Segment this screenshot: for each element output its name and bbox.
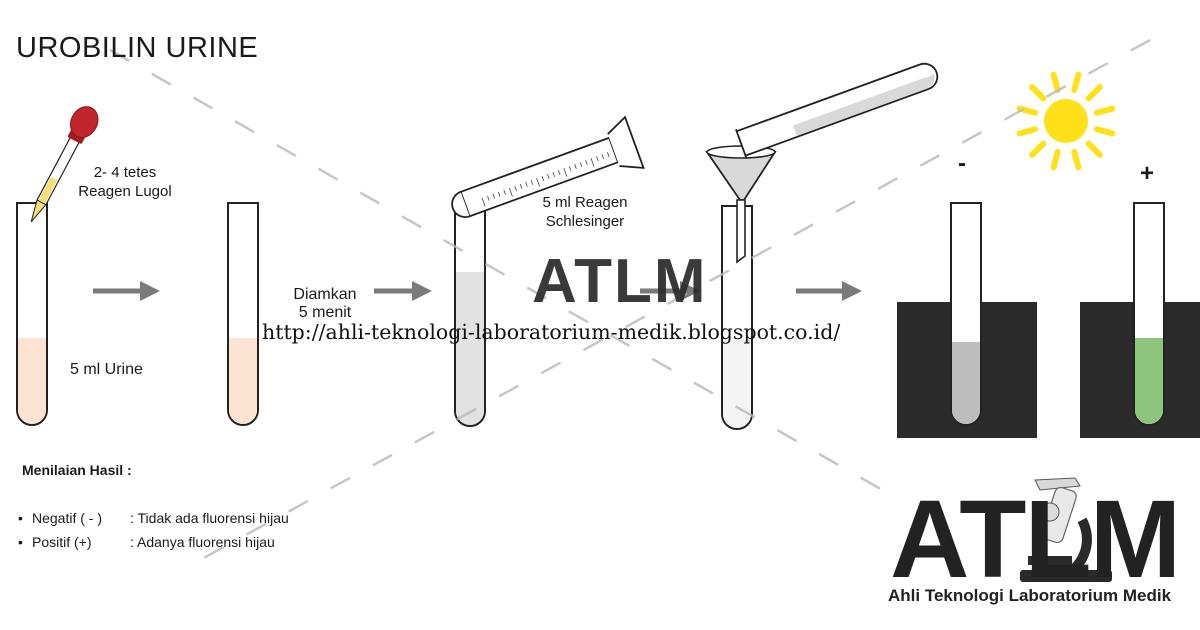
schlesinger-label-line2: Schlesinger (545, 213, 625, 230)
rest-label-line2: 5 menit (298, 304, 352, 321)
bullet-icon: • (18, 510, 23, 526)
logo-subtitle: Ahli Teknologi Laboratorium Medik (888, 586, 1172, 605)
rest-time-label: Diamkan 5 menit (270, 286, 380, 322)
watermark-text: ATLM (532, 247, 708, 316)
logo-text: ATLM (890, 478, 1181, 601)
schlesinger-label-line1: 5 ml Reagen (542, 194, 628, 211)
test-tube-icon (227, 202, 259, 426)
funnel-icon (705, 145, 777, 264)
test-tube-icon (721, 205, 753, 430)
urine-volume-label: 5 ml Urine (70, 361, 143, 378)
negative-result-label: Negatif ( - ) (32, 510, 103, 526)
lugol-reagent-label: 2- 4 tetes Reagen Lugol (60, 163, 190, 201)
positive-result-box (1080, 202, 1200, 438)
page-title: UROBILIN URINE (16, 32, 259, 64)
rest-label-line1: Diamkan (293, 286, 357, 303)
lugol-label-line2: Reagen Lugol (78, 183, 172, 200)
negative-result-box (897, 202, 1037, 438)
test-tube-icon (735, 62, 939, 158)
negative-sign: - (958, 150, 966, 177)
test-tube-icon (454, 205, 486, 427)
negative-result-description: : Tidak ada fluorensi hijau (130, 510, 289, 526)
watermark-url: http://ahli-teknologi-laboratorium-medik… (262, 320, 841, 344)
sun-icon (1016, 71, 1116, 171)
watermark-lines (109, 38, 1151, 562)
measuring-cylinder-icon (451, 115, 645, 218)
assessment-heading: Menilaian Hasil : (22, 462, 132, 478)
bullet-icon: • (18, 534, 23, 550)
lugol-label-line1: 2- 4 tetes (93, 164, 157, 181)
positive-result-label: Positif (+) (32, 534, 92, 550)
positive-result-description: : Adanya fluorensi hijau (130, 534, 275, 550)
pipette-icon (30, 106, 99, 223)
microscope-icon (1020, 477, 1112, 582)
test-tube-icon (16, 202, 48, 426)
positive-sign: + (1140, 160, 1155, 187)
schlesinger-reagent-label: 5 ml Reagen Schlesinger (520, 193, 650, 231)
